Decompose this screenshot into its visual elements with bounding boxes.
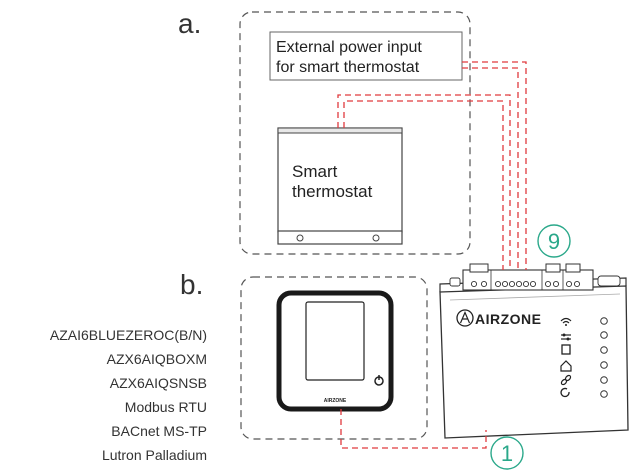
controller-brand: AIRZONE [475, 311, 542, 327]
power-input-box [269, 31, 463, 81]
wiring [337, 61, 527, 449]
device-item: Lutron Palladium [102, 447, 207, 463]
thermostat-label-line1: Smart [292, 162, 338, 181]
power-input-label-line2: for smart thermostat [276, 59, 420, 76]
screw-icon [372, 234, 380, 242]
airzone-controller: AIRZONE [439, 263, 629, 439]
power-wire-outer [462, 61, 527, 270]
link-icon [560, 374, 572, 386]
power-input-label-line1: External power input [276, 39, 422, 56]
callout-1: 1 [490, 436, 524, 470]
device-item: AZX6AIQBOXM [107, 351, 207, 367]
led-icon [600, 390, 608, 398]
callout-9-label: 9 [548, 229, 560, 254]
home-icon [560, 360, 572, 372]
smart-thermostat [277, 127, 403, 245]
device-item: BACnet MS-TP [111, 423, 207, 439]
thermostat-brand: AIRZONE [324, 398, 347, 404]
device-item: AZX6AIQSNSB [110, 375, 207, 391]
led-icon [600, 346, 608, 354]
compatible-device-list: AZAI6BLUEZEROC(B/N) AZX6AIQBOXM AZX6AIQS… [50, 327, 207, 463]
panel-a-frame [239, 11, 471, 255]
led-icon [600, 376, 608, 384]
screw-icon [296, 234, 304, 242]
thermostat-label-line2: thermostat [292, 182, 373, 201]
blueface-thermostat: AIRZONE [276, 290, 394, 412]
callout-9: 9 [537, 224, 571, 258]
device-item: AZAI6BLUEZEROC(B/N) [50, 327, 207, 343]
power-wire-inner [462, 67, 519, 270]
device-item: Modbus RTU [125, 399, 207, 415]
thermostat-wire-inner [343, 100, 504, 270]
panel-a-tag: a. [178, 8, 201, 39]
led-icon [600, 331, 608, 339]
thermostat-wire-outer [337, 94, 511, 270]
wifi-icon [560, 317, 572, 326]
panel-b-tag: b. [180, 269, 203, 300]
bus-wire [340, 409, 487, 449]
power-icon [374, 375, 384, 386]
device-icon [561, 344, 571, 355]
terminal-block [449, 263, 621, 291]
reset-icon [560, 387, 570, 398]
led-icon [600, 361, 608, 369]
airzone-logo-icon [456, 309, 474, 327]
callout-1-label: 1 [501, 441, 513, 466]
led-icon [600, 317, 608, 325]
settings-icon [561, 333, 571, 341]
